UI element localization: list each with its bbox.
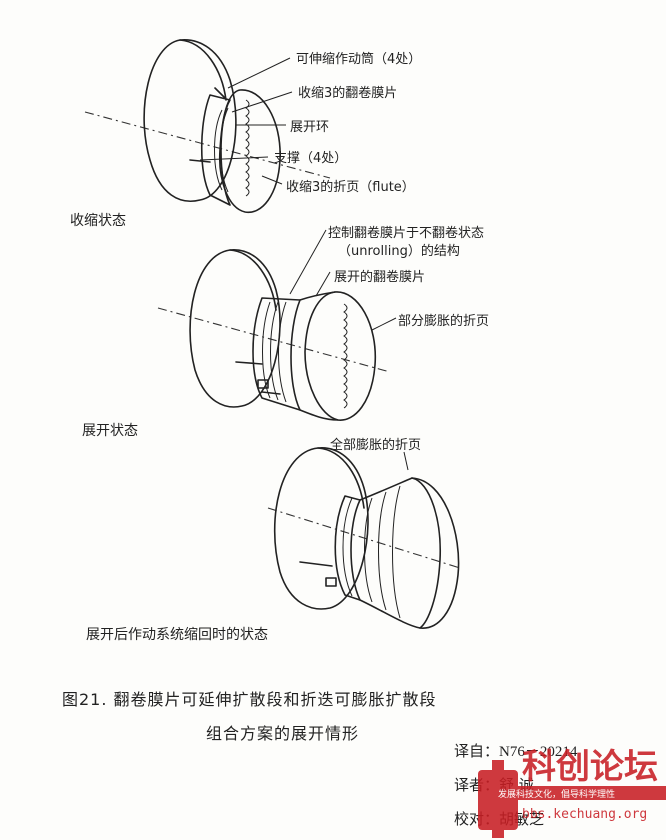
credit-proofreader-label: 校对： (454, 810, 500, 828)
label-retractable-actuator: 可伸缩作动筒（4处） (296, 52, 422, 67)
diagram-1-retracted (84, 39, 331, 213)
label-retracted-flute: 收缩3的折页（flute） (286, 180, 415, 195)
credit-source-label: 译自： (454, 742, 500, 760)
credit-proofreader: 校对：胡敏芝 (454, 808, 544, 829)
state-label-deployed: 展开状态 (82, 423, 138, 439)
credit-translator-label: 译者： (454, 776, 500, 794)
label-deploy-ring: 展开环 (290, 120, 330, 135)
label-retracted-rolling-film: 收缩3的翻卷膜片 (298, 86, 398, 101)
state-label-retracted: 收缩状态 (70, 213, 126, 229)
state-label-actuator-retracted: 展开后作动系统缩回时的状态 (86, 627, 268, 643)
credit-translator-name: 舒 诚 (499, 776, 534, 794)
label-deployed-rolling-film: 展开的翻卷膜片 (334, 270, 426, 285)
label-control-structure: 控制翻卷膜片于不翻卷状态 (328, 226, 485, 241)
credit-proofreader-name: 胡敏芝 (499, 810, 545, 828)
label-partially-inflated-flute: 部分膨胀的折页 (398, 314, 490, 329)
diagram-3-fully-inflated (267, 447, 461, 629)
label-struts: 支撑（4处） (274, 151, 348, 166)
diagram-2-deployed (157, 229, 397, 421)
figure-caption-line-2: 组合方案的展开情形 (206, 724, 360, 743)
label-fully-inflated-flute: 全部膨胀的折页 (330, 438, 422, 453)
credit-source: 译自：N76－20214 (454, 740, 577, 761)
credit-source-number: N76－20214 (499, 744, 578, 760)
figure-caption-line-1: 图21. 翻卷膜片可延伸扩散段和折迭可膨胀扩散段 (62, 690, 437, 709)
label-unrolling: （unrolling）的结构 (338, 244, 460, 259)
credit-translator: 译者：舒 诚 (454, 774, 534, 795)
